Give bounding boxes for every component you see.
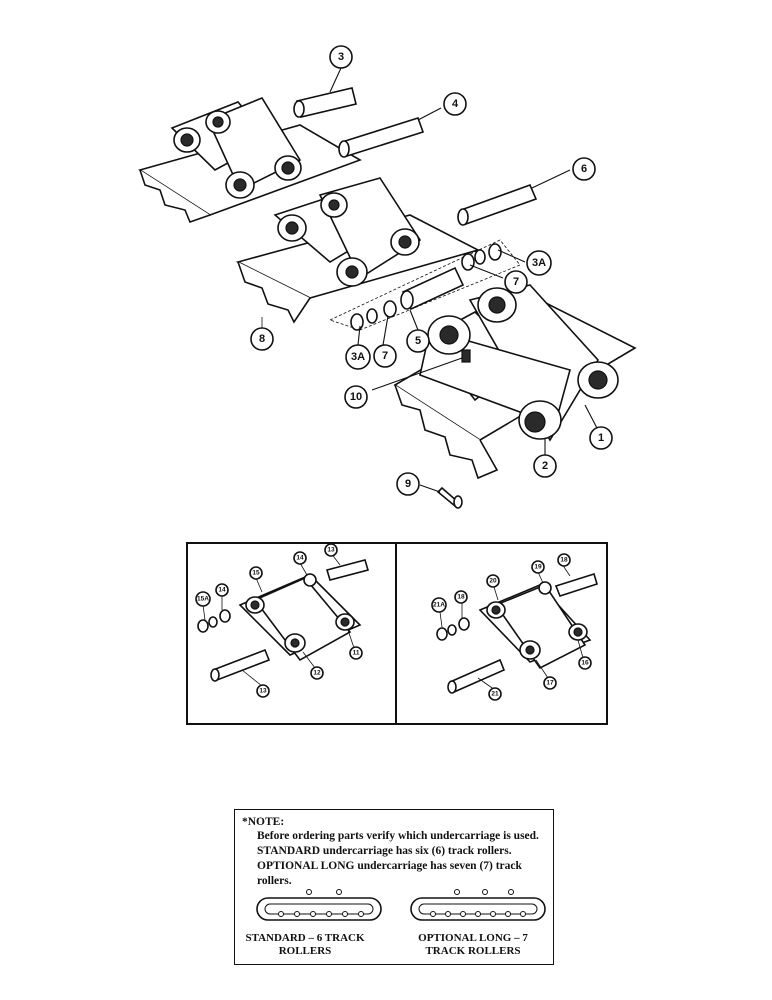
callout-label: 13 — [259, 688, 267, 695]
callout-label: 21A — [433, 602, 445, 609]
inset-callout-14: 14 — [215, 583, 229, 597]
note-body: Before ordering parts verify which under… — [257, 830, 539, 887]
callout-label: 5 — [415, 335, 421, 347]
middle-track-assembly — [235, 177, 481, 328]
callout-label: 14 — [218, 587, 226, 594]
callout-label: 17 — [546, 680, 554, 687]
callout-label: 3A — [351, 351, 365, 363]
callout-label: 15A — [197, 596, 209, 603]
optional-caption: OPTIONAL LONG – 7 TRACK ROLLERS — [418, 932, 528, 957]
inset-callout-18: 18 — [454, 590, 468, 604]
inset-callout-21: 21 — [488, 687, 502, 701]
callout-label: 18 — [457, 594, 465, 601]
callout-1: 1 — [589, 426, 613, 450]
inset-callout-11: 11 — [349, 646, 363, 660]
callout-label: 15 — [252, 570, 260, 577]
callout-label: 18 — [560, 557, 568, 564]
inset-callout-15: 15 — [249, 566, 263, 580]
inset-callout-20: 20 — [486, 574, 500, 588]
seals-left — [350, 300, 397, 346]
inset-callout-14: 14 — [293, 551, 307, 565]
undercarriage-diagrams — [256, 889, 546, 921]
exploded-outline — [328, 239, 521, 331]
callout-10: 10 — [344, 385, 368, 409]
bushing-3 — [293, 67, 357, 118]
inset-callout-13: 13 — [324, 543, 338, 557]
callout-6: 6 — [572, 157, 596, 181]
callout-label: 7 — [382, 350, 388, 362]
callout-3A: 3A — [345, 344, 371, 370]
callout-label: 3 — [338, 51, 344, 63]
callout-label: 11 — [353, 650, 360, 657]
callout-label: 2 — [542, 460, 548, 472]
callout-label: 13 — [327, 547, 335, 554]
pin-6 — [457, 169, 571, 226]
callout-3A: 3A — [526, 250, 552, 276]
callout-label: 8 — [259, 333, 265, 345]
standard-caption: STANDARD – 6 TRACK ROLLERS — [245, 932, 365, 957]
pin-4 — [338, 107, 442, 158]
callout-label: 9 — [405, 478, 411, 490]
standard-undercarriage-icon — [256, 889, 382, 921]
callout-label: 12 — [313, 670, 321, 677]
callout-3: 3 — [329, 45, 353, 69]
inset-right-link — [436, 563, 598, 694]
bolt-9 — [419, 484, 463, 509]
note-heading: *NOTE: — [242, 816, 285, 828]
inset-left-link — [197, 552, 370, 687]
callout-label: 16 — [581, 660, 589, 667]
callout-9: 9 — [396, 472, 420, 496]
callout-5: 5 — [406, 329, 430, 353]
seals-right — [461, 243, 526, 279]
callout-label: 4 — [452, 98, 459, 110]
inset-callout-16: 16 — [578, 656, 592, 670]
callout-4: 4 — [443, 92, 467, 116]
callout-7: 7 — [373, 344, 397, 368]
callout-label: 20 — [489, 578, 497, 585]
callout-label: 19 — [534, 564, 542, 571]
callout-label: 1 — [598, 432, 604, 444]
callout-label: 6 — [581, 163, 587, 175]
inset-callout-21A: 21A — [431, 597, 447, 613]
callout-7: 7 — [504, 270, 528, 294]
bushing-5 — [400, 266, 465, 331]
inset-callout-19: 19 — [531, 560, 545, 574]
callout-2: 2 — [533, 454, 557, 478]
optional-long-undercarriage-icon — [410, 889, 546, 921]
callout-label: 3A — [532, 257, 546, 269]
callout-label: 10 — [350, 391, 362, 403]
note-box: *NOTE: Before ordering parts verify whic… — [234, 809, 554, 965]
upper-track-assembly — [138, 97, 362, 224]
callout-label: 21 — [491, 691, 499, 698]
callout-label: 14 — [296, 555, 304, 562]
inset-callout-15A: 15A — [195, 591, 211, 607]
callout-8: 8 — [250, 327, 274, 351]
lower-track-assembly — [371, 284, 637, 480]
inset-callout-17: 17 — [543, 676, 557, 690]
inset-callout-13: 13 — [256, 684, 270, 698]
inset-callout-12: 12 — [310, 666, 324, 680]
inset-callout-18: 18 — [557, 553, 571, 567]
callout-label: 7 — [513, 276, 519, 288]
